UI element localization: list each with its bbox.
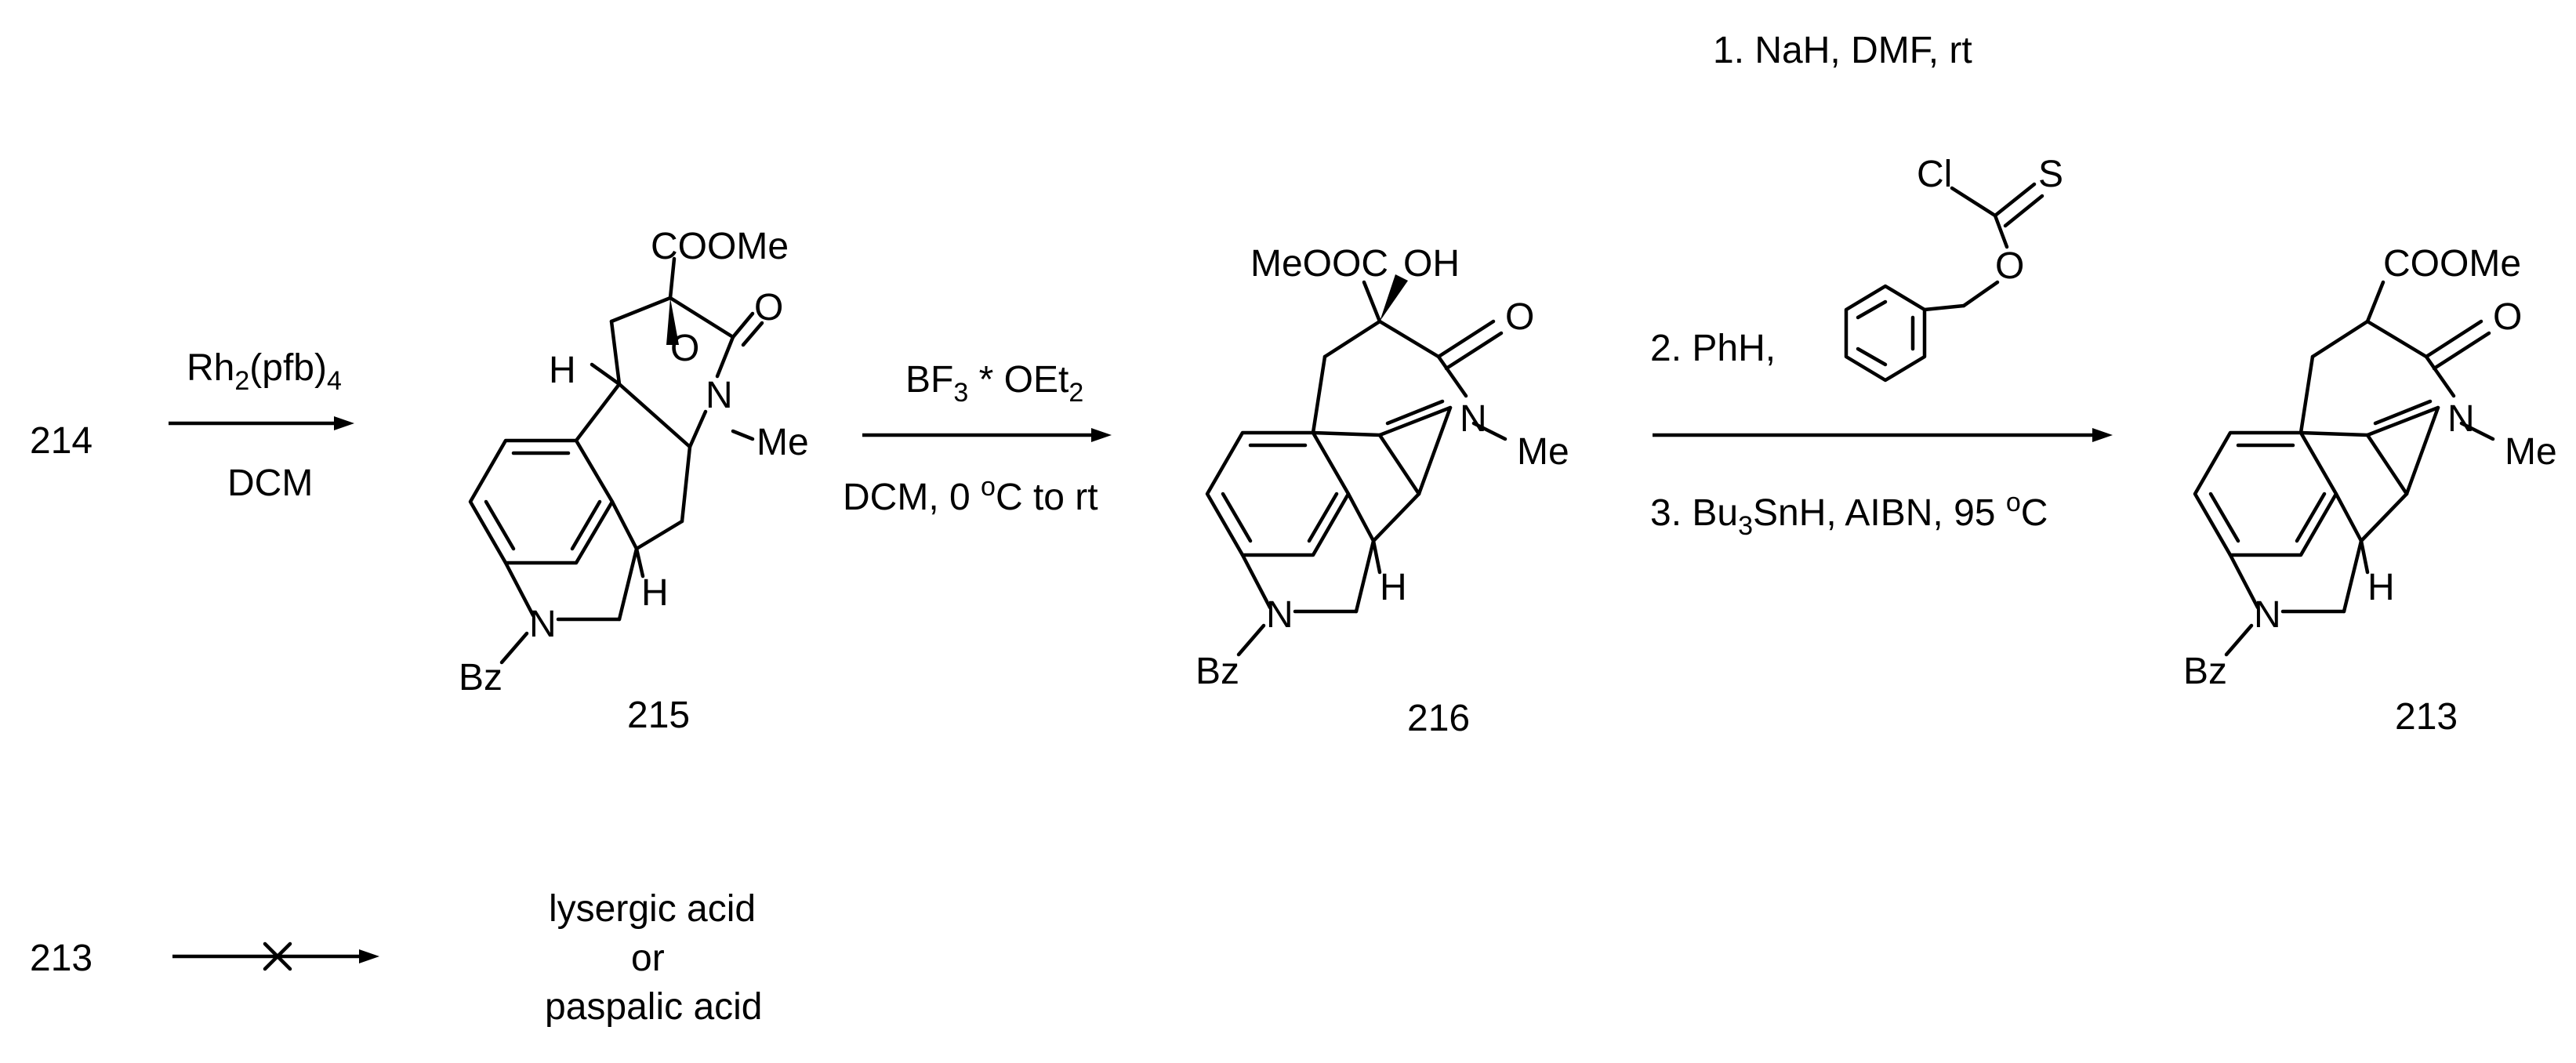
- c216-n-ring: N: [1266, 594, 1293, 636]
- compound-215-structure: [468, 256, 764, 665]
- thiochloroformate-structure: [1844, 182, 2044, 383]
- reagent-s: S: [2038, 154, 2063, 195]
- c215-o-carbonyl: O: [754, 287, 783, 328]
- c215-n-ring: N: [529, 604, 557, 645]
- arrow-failed-head: [359, 949, 379, 963]
- compound-215-label: 215: [627, 695, 690, 736]
- compound-213-structure: [2193, 280, 2495, 657]
- c216-bz: Bz: [1195, 651, 1239, 692]
- failed-cross-mark-2: [263, 941, 292, 971]
- compound-216-structure: [1205, 274, 1508, 657]
- reagent-o: O: [1995, 245, 2024, 287]
- c216-meooc: MeOOC: [1250, 243, 1388, 285]
- step3-line3: 3. Bu3SnH, AIBN, 95 oC: [1650, 488, 2048, 541]
- c213-bz: Bz: [2183, 651, 2227, 692]
- step2-conditions: DCM, 0 oC to rt: [843, 472, 1098, 518]
- failed-product-line1: lysergic acid: [549, 888, 756, 930]
- step3-line1: 1. NaH, DMF, rt: [1713, 30, 1972, 71]
- c215-h-top: H: [549, 350, 576, 391]
- compound-213-row2-label: 213: [30, 938, 93, 979]
- c216-me: Me: [1517, 431, 1569, 473]
- c213-cooMe: COOMe: [2383, 243, 2521, 285]
- c216-o: O: [1505, 296, 1534, 338]
- failed-product-line3: paspalic acid: [545, 986, 763, 1028]
- step1-reagent: Rh2(pfb)4: [187, 347, 342, 396]
- c216-n: N: [1460, 398, 1487, 440]
- c216-h: H: [1380, 567, 1407, 608]
- c213-me: Me: [2505, 431, 2557, 473]
- step2-reagent: BF3 * OEt2: [905, 359, 1083, 408]
- compound-216-label: 216: [1407, 698, 1470, 739]
- step3-line2: 2. PhH,: [1650, 328, 1776, 369]
- c216-oh: OH: [1403, 243, 1460, 285]
- failed-product-line2: or: [631, 938, 665, 979]
- c213-h: H: [2367, 567, 2395, 608]
- compound-213-label: 213: [2395, 696, 2458, 738]
- c213-n: N: [2447, 398, 2475, 440]
- reagent-cl: Cl: [1917, 154, 1952, 195]
- c213-o: O: [2493, 296, 2522, 338]
- arrow-step1-head: [334, 416, 354, 430]
- c213-n-ring: N: [2254, 594, 2281, 636]
- c215-n: N: [706, 375, 733, 416]
- step1-solvent: DCM: [227, 463, 313, 504]
- c215-h-bottom: H: [641, 572, 669, 614]
- arrow-step2-head: [1091, 428, 1112, 442]
- c215-o-bridge: O: [670, 328, 699, 369]
- c215-me: Me: [756, 422, 809, 463]
- arrow-step3-head: [2092, 428, 2113, 442]
- c215-bz: Bz: [459, 657, 503, 698]
- c215-cooMe: COOMe: [651, 226, 789, 267]
- compound-214-label: 214: [30, 420, 93, 462]
